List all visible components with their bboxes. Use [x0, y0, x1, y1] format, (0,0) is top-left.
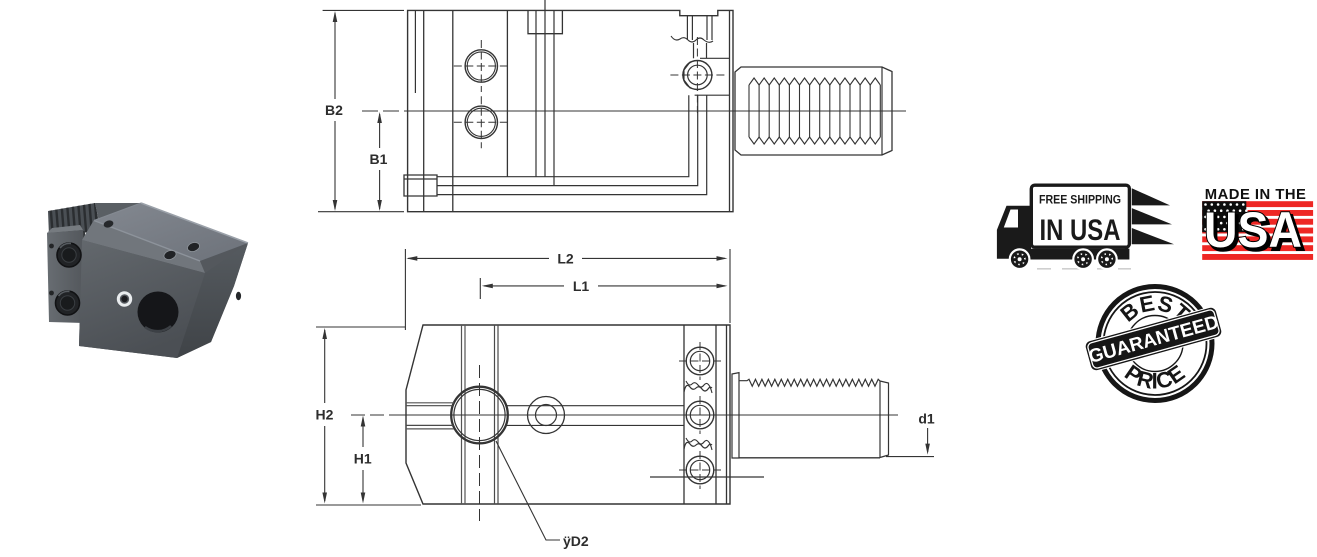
svg-text:MADE IN THE: MADE IN THE: [1205, 187, 1307, 203]
svg-text:B2: B2: [325, 102, 343, 118]
svg-text:IN USA: IN USA: [1040, 214, 1121, 247]
svg-text:B1: B1: [370, 151, 388, 167]
svg-text:FREE SHIPPING: FREE SHIPPING: [1039, 193, 1121, 207]
svg-text:d1: d1: [918, 411, 935, 427]
svg-text:H1: H1: [354, 451, 372, 467]
svg-text:L1: L1: [573, 278, 590, 294]
svg-text:ÿD2: ÿD2: [563, 533, 589, 549]
svg-text:L2: L2: [557, 250, 574, 266]
svg-text:H2: H2: [316, 407, 334, 423]
svg-text:USA: USA: [1204, 202, 1302, 258]
svg-text:USA: USA: [1207, 205, 1305, 261]
